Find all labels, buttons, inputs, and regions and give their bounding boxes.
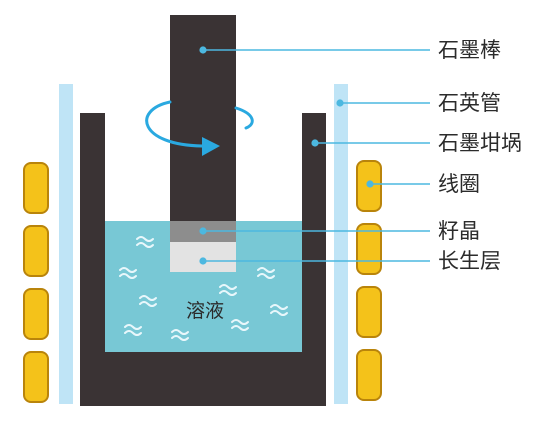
coil-segment — [23, 351, 49, 403]
wave-mark — [231, 325, 249, 331]
wave-mark — [139, 301, 157, 307]
wave-mark — [219, 284, 237, 290]
label-growth-layer: 长生层 — [438, 249, 501, 273]
wave-mark — [270, 310, 288, 316]
wave-mark — [124, 324, 142, 330]
leader-dot — [366, 180, 374, 188]
graphite-rod — [170, 15, 236, 221]
coil-segment — [23, 162, 49, 214]
coil-segment — [356, 349, 382, 401]
solution-waves — [119, 236, 288, 341]
wave-mark — [136, 242, 154, 248]
coil-segment — [356, 286, 382, 338]
label-graphite-crucible: 石墨坩埚 — [438, 131, 522, 155]
label-quartz-tube: 石英管 — [438, 91, 501, 115]
leader-dot — [336, 99, 344, 107]
rotation-arrow-tail — [234, 106, 254, 130]
wave-mark — [119, 273, 137, 279]
coil-left — [23, 162, 49, 403]
growth-layer — [170, 242, 236, 272]
leader-dots — [199, 46, 374, 265]
wave-mark — [171, 329, 189, 335]
coil-segment — [23, 288, 49, 340]
label-coil: 线圈 — [438, 172, 480, 196]
wave-mark — [219, 290, 237, 296]
wave-mark — [139, 295, 157, 301]
leader-dot — [199, 257, 207, 265]
wave-mark — [119, 267, 137, 273]
quartz-tube-left — [59, 84, 73, 404]
quartz-tube-right — [334, 84, 348, 404]
wave-mark — [270, 304, 288, 310]
graphite-crucible — [80, 113, 326, 406]
crucible-bottom — [80, 352, 326, 406]
wave-mark — [171, 335, 189, 341]
label-seed-crystal: 籽晶 — [438, 219, 480, 243]
wave-mark — [257, 267, 275, 273]
coil-segment — [23, 225, 49, 277]
leader-lines — [203, 49, 430, 262]
wave-mark — [124, 330, 142, 336]
wave-mark — [136, 236, 154, 242]
leader-dot — [199, 46, 207, 54]
rotation-arrow-head-icon — [202, 137, 220, 156]
label-graphite-rod: 石墨棒 — [438, 38, 501, 62]
wave-mark — [257, 273, 275, 279]
leader-dot — [311, 139, 319, 147]
rotation-arrow-path — [145, 100, 204, 148]
coil-right — [356, 160, 382, 401]
label-solution: 溶液 — [186, 300, 225, 322]
wave-mark — [231, 319, 249, 325]
leader-dot — [199, 227, 207, 235]
